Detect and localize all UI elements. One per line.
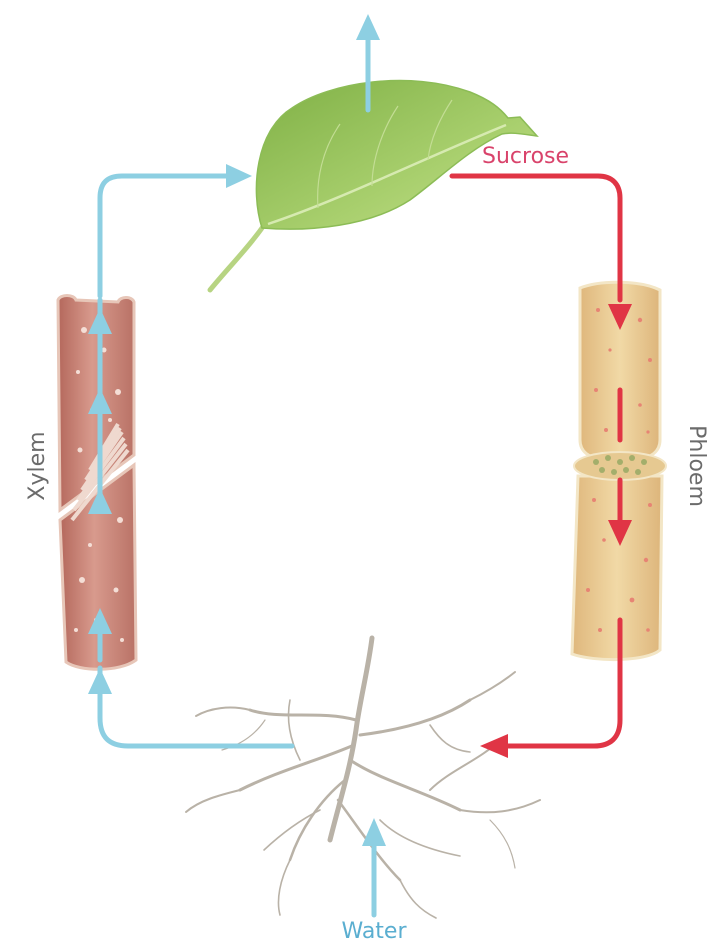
xylem-vessel: [58, 296, 136, 670]
sucrose-label: Sucrose: [482, 144, 569, 169]
phloem-sieve-tube: [572, 282, 666, 659]
arrow-to-leaf-icon: [226, 164, 252, 188]
arrow-up-icon: [88, 668, 112, 694]
arrow-to-root-icon: [480, 734, 508, 758]
root-system: [186, 638, 540, 918]
leaf: [210, 81, 537, 290]
phloem-label: Phloem: [684, 425, 709, 507]
arrow-transpiration-icon: [356, 14, 380, 40]
sieve-plate: [574, 452, 666, 480]
xylem-label: Xylem: [25, 431, 50, 500]
water-label: Water: [341, 919, 407, 944]
